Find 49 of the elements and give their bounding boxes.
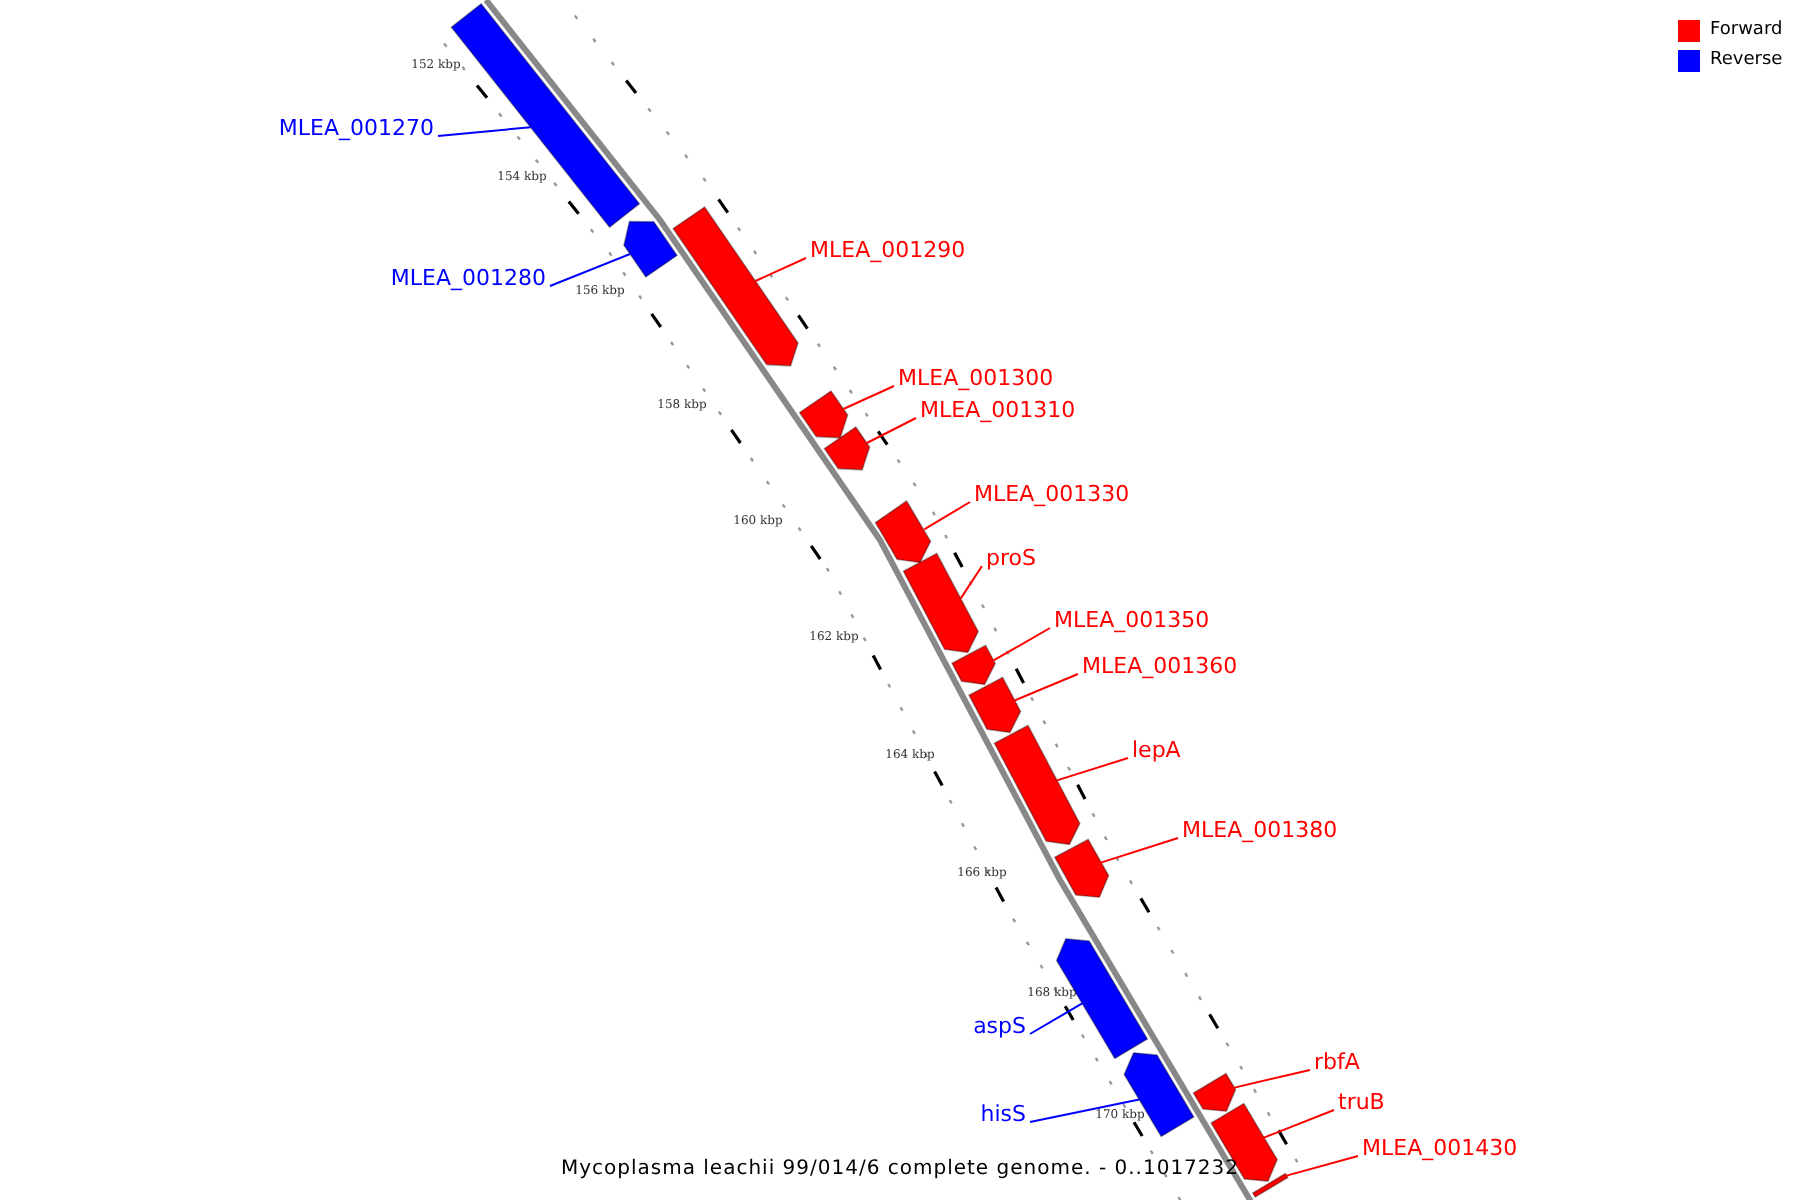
leader-line — [754, 257, 807, 282]
gene-block — [823, 425, 871, 471]
caption: Mycoplasma leachii 99/014/6 complete genome. - 0..1017232 — [560, 1160, 1240, 1180]
gene-block — [1251, 1172, 1289, 1199]
gene-label: lepA — [1132, 739, 1181, 761]
gene-label: MLEA_001300 — [898, 367, 1054, 389]
leader-line — [1099, 837, 1179, 864]
leader-line — [923, 501, 971, 531]
gene-label: MLEA_001290 — [810, 239, 966, 261]
gene-label: MLEA_001280 — [390, 267, 546, 289]
gene-label: aspS — [973, 1015, 1026, 1037]
legend-text: Forward — [1710, 22, 1783, 40]
leader-line — [1233, 1069, 1311, 1089]
gene-label: truB — [1338, 1091, 1385, 1113]
gene-label: hisS — [980, 1103, 1026, 1125]
leader-line — [437, 126, 532, 137]
leader-line — [865, 417, 917, 444]
gene-label: MLEA_001270 — [278, 117, 434, 139]
gene-label: MLEA_001380 — [1182, 819, 1338, 841]
leader-line — [1056, 757, 1129, 782]
leader-line — [842, 385, 895, 410]
gene-block — [798, 389, 849, 439]
legend-text: Reverse — [1710, 52, 1783, 70]
gene-block — [993, 724, 1081, 846]
leader-line — [1029, 1098, 1141, 1123]
gene-block — [1123, 1051, 1195, 1138]
gene-label: rbfA — [1314, 1051, 1360, 1073]
gene-block — [1055, 937, 1149, 1060]
leader-line — [992, 627, 1051, 662]
gene-block — [1053, 838, 1110, 899]
gene-block — [967, 676, 1022, 734]
gene-label: MLEA_001330 — [974, 483, 1130, 505]
gene-block — [902, 552, 980, 654]
leader-line — [1285, 1155, 1359, 1177]
gene-block — [623, 220, 679, 279]
leader-line — [959, 565, 983, 600]
leader-line — [549, 253, 631, 287]
gene-block — [672, 205, 799, 367]
gene-block — [874, 499, 932, 564]
leader-line — [1263, 1109, 1335, 1139]
gene-label: MLEA_001360 — [1082, 655, 1238, 677]
gene-label: proS — [986, 547, 1036, 569]
gene-block — [950, 644, 997, 686]
gene-block — [1192, 1072, 1237, 1113]
gene-label: MLEA_001310 — [920, 399, 1076, 421]
gene-label: MLEA_001430 — [1362, 1137, 1518, 1159]
leader-line — [1013, 673, 1079, 702]
gene-label: MLEA_001350 — [1054, 609, 1210, 631]
leader-line — [1029, 1002, 1084, 1035]
